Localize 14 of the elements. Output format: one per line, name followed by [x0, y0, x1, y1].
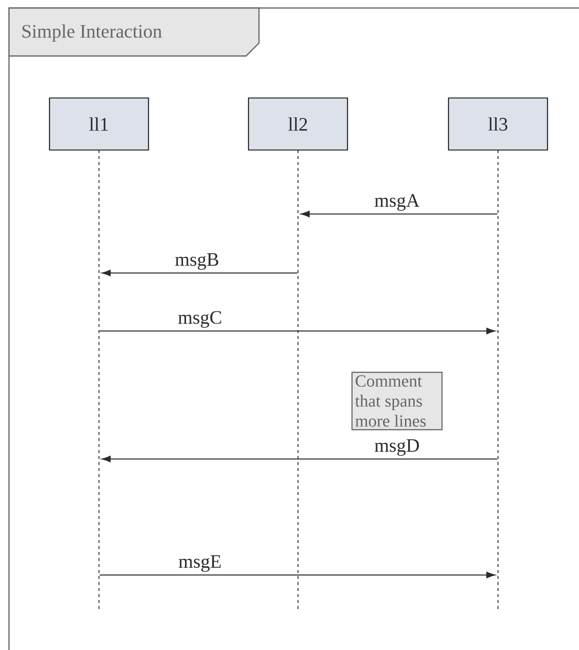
lifeline-box: ll1 [48, 97, 150, 151]
message-label: msgB [175, 253, 218, 270]
lifeline-box: ll2 [248, 97, 348, 151]
message-label: msgD [374, 439, 419, 456]
message-arrow [300, 210, 498, 218]
message-label: msgE [178, 555, 221, 572]
message-arrow [100, 328, 496, 334]
comment-box: Comment that spans more lines [351, 372, 443, 430]
message-label: msgC [178, 311, 222, 328]
message-arrow [100, 572, 496, 578]
message-label: msgA [374, 194, 420, 211]
message-arrow [102, 456, 498, 462]
lifeline-box: ll3 [448, 97, 548, 151]
message-arrow [102, 270, 298, 276]
